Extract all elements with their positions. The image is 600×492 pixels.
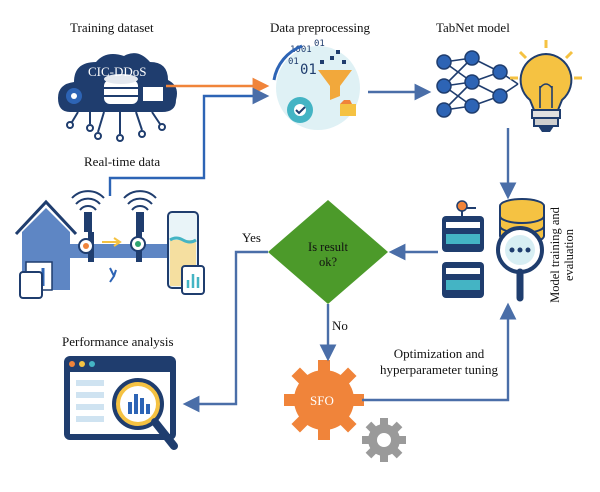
arrow-sfo-to-training <box>362 302 517 402</box>
svg-text:01: 01 <box>314 39 325 49</box>
svg-text:01: 01 <box>300 62 317 78</box>
decision-diamond <box>268 200 388 304</box>
database-cloud-icon <box>58 53 177 142</box>
no-label: No <box>332 318 348 333</box>
optimization-label: Optimization and hyperparameter tuning <box>379 346 499 377</box>
decision-question-label: Is result ok? <box>308 240 348 269</box>
model-evaluation-icon <box>442 198 545 302</box>
real-time-data-label: Real-time data <box>84 154 161 169</box>
neural-network-icon <box>436 50 519 118</box>
sfo-label: SFO <box>310 393 334 408</box>
cic-ddos-label: CIC-DDoS <box>88 64 147 79</box>
training-dataset-label: Training dataset <box>70 20 154 35</box>
performance-analysis-label: Performance analysis <box>62 334 174 349</box>
arrow-realtime-to-preprocessing <box>108 87 270 196</box>
arrow-decision-yes <box>182 250 268 413</box>
performance-dashboard-icon <box>64 356 178 450</box>
model-training-label: Model training and evaluation <box>548 207 576 303</box>
svg-text:1001: 1001 <box>290 45 312 55</box>
lightbulb-icon <box>510 40 582 132</box>
sfo-gear-icon <box>284 360 406 462</box>
tabnet-model-label: TabNet model <box>436 20 510 35</box>
smart-city-sensors-icon <box>14 190 205 299</box>
svg-text:01: 01 <box>288 57 299 67</box>
yes-label: Yes <box>242 230 261 245</box>
data-preprocessing-label: Data preprocessing <box>270 20 370 35</box>
